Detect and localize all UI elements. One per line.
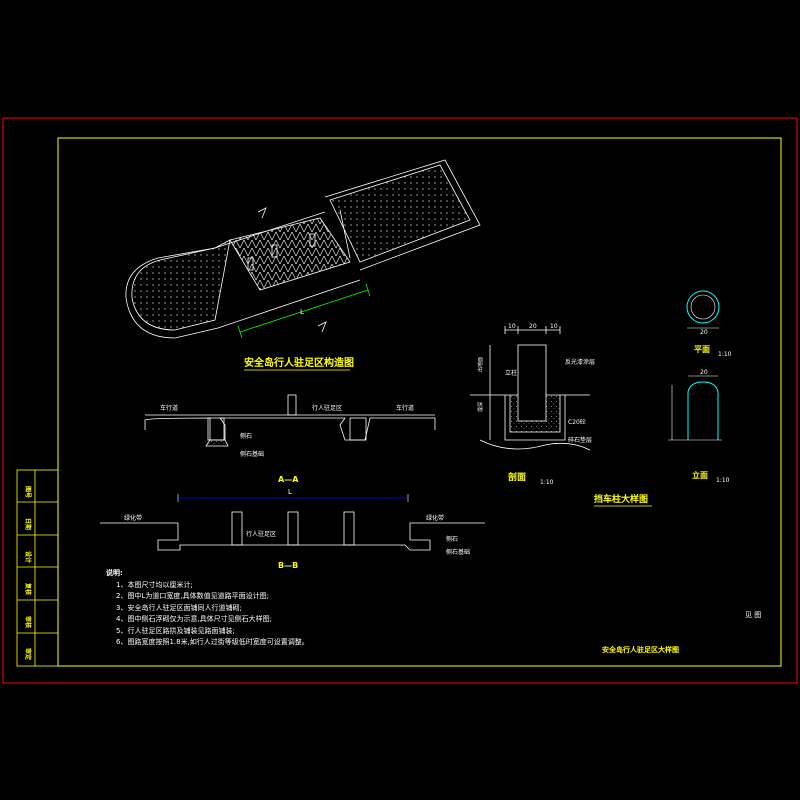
bollard-plan-dim: 20 [700, 329, 708, 336]
note-item: 4、图中侧石浮砌仅为示意,具体尺寸见侧石大样图; [116, 615, 273, 623]
bb-mid-label: 行人驻足区 [312, 404, 342, 412]
bollard-section-scale: 1:10 [540, 479, 554, 486]
bollard-elev-scale: 1:10 [716, 477, 730, 484]
note-item: 1、本图尺寸均以厘米计; [116, 580, 193, 589]
bollard-elev-label: 立面 [692, 470, 708, 480]
sheet-title: 安全岛行人驻足区大样图 [602, 645, 679, 654]
bollard-section [470, 326, 591, 451]
title-block-cell: 审核 [24, 616, 32, 628]
title-block-cell: 日期 [24, 518, 32, 530]
note-item: 3、安全岛行人驻足区面铺同人行道铺砌; [116, 603, 242, 612]
bollard-dim-mid: 20 [529, 323, 537, 330]
inner-border [57, 137, 782, 667]
bollard-side-label-b: 埋深 [477, 402, 484, 412]
bollard-section-label: 剖面 [508, 471, 526, 483]
bollard-plan [686, 290, 720, 329]
page-label: 见 图 [745, 611, 761, 619]
section-bb [144, 394, 436, 447]
bb-kerb-label: 侧石 [240, 432, 252, 440]
note-item: 6、图路宽度按照1.8米,如行人过街等级低时宽度可设置调整。 [116, 638, 309, 646]
bollard-elev-dim: 20 [700, 369, 708, 376]
bollard-note-base: 碎石垫层 [568, 436, 592, 444]
section-aa-title: A—A [278, 475, 299, 484]
bollard-plan-label: 平面 [694, 345, 710, 354]
bb-right-label: 车行道 [396, 404, 414, 412]
aa-kerb-label: 侧石 [446, 535, 458, 543]
perspective-view [125, 159, 481, 339]
aa-left-label: 绿化带 [124, 514, 142, 522]
title-block-cell: 审定 [24, 648, 32, 660]
section-aa-dimension: L [177, 488, 409, 502]
title-block-cell: 设计 [24, 551, 32, 563]
title-block: 图号 日期 设计 复核 审核 审定 [16, 469, 59, 667]
dimension-L: L [237, 283, 371, 339]
aa-base-label: 侧石基础 [446, 548, 470, 556]
section-aa-dim-label: L [288, 488, 292, 496]
note-item: 5、行人驻足区路拱及铺装见路面铺装; [116, 626, 235, 635]
bollard-note-post: 立柱 [505, 369, 517, 377]
notes-block: 说明: 1、本图尺寸均以厘米计; 2、图中L为道口宽度,具体数值见道路平面设计图… [106, 568, 406, 649]
bollard-dim-left: 10 [508, 323, 516, 330]
section-bb-title: B—B [278, 561, 298, 570]
note-item: 2、图中L为道口宽度,具体数值见道路平面设计图; [116, 592, 269, 600]
bollard-elevation [668, 375, 722, 441]
title-block-cell: 图号 [24, 486, 32, 498]
notes-heading: 说明: [106, 569, 123, 577]
bb-base-label: 侧石基础 [240, 450, 264, 458]
title-block-cell: 复核 [24, 582, 32, 595]
aa-right-label: 绿化带 [426, 514, 444, 522]
perspective-title: 安全岛行人驻足区构造图 [244, 356, 354, 369]
bollard-plan-scale: 1:10 [718, 351, 732, 358]
outer-frame [2, 117, 798, 684]
bb-left-label: 车行道 [160, 404, 178, 412]
section-aa [100, 511, 485, 551]
bollard-note-paint: 反光漆涂层 [565, 358, 595, 366]
bollard-side-label: 出地面 [477, 357, 484, 372]
dimension-L-label: L [300, 308, 304, 316]
bollard-dim-right: 10 [550, 323, 558, 330]
aa-mid-label: 行人驻足区 [246, 530, 276, 538]
bollard-note-fill: C20砼 [568, 418, 586, 426]
bollard-title: 挡车柱大样图 [594, 493, 648, 505]
